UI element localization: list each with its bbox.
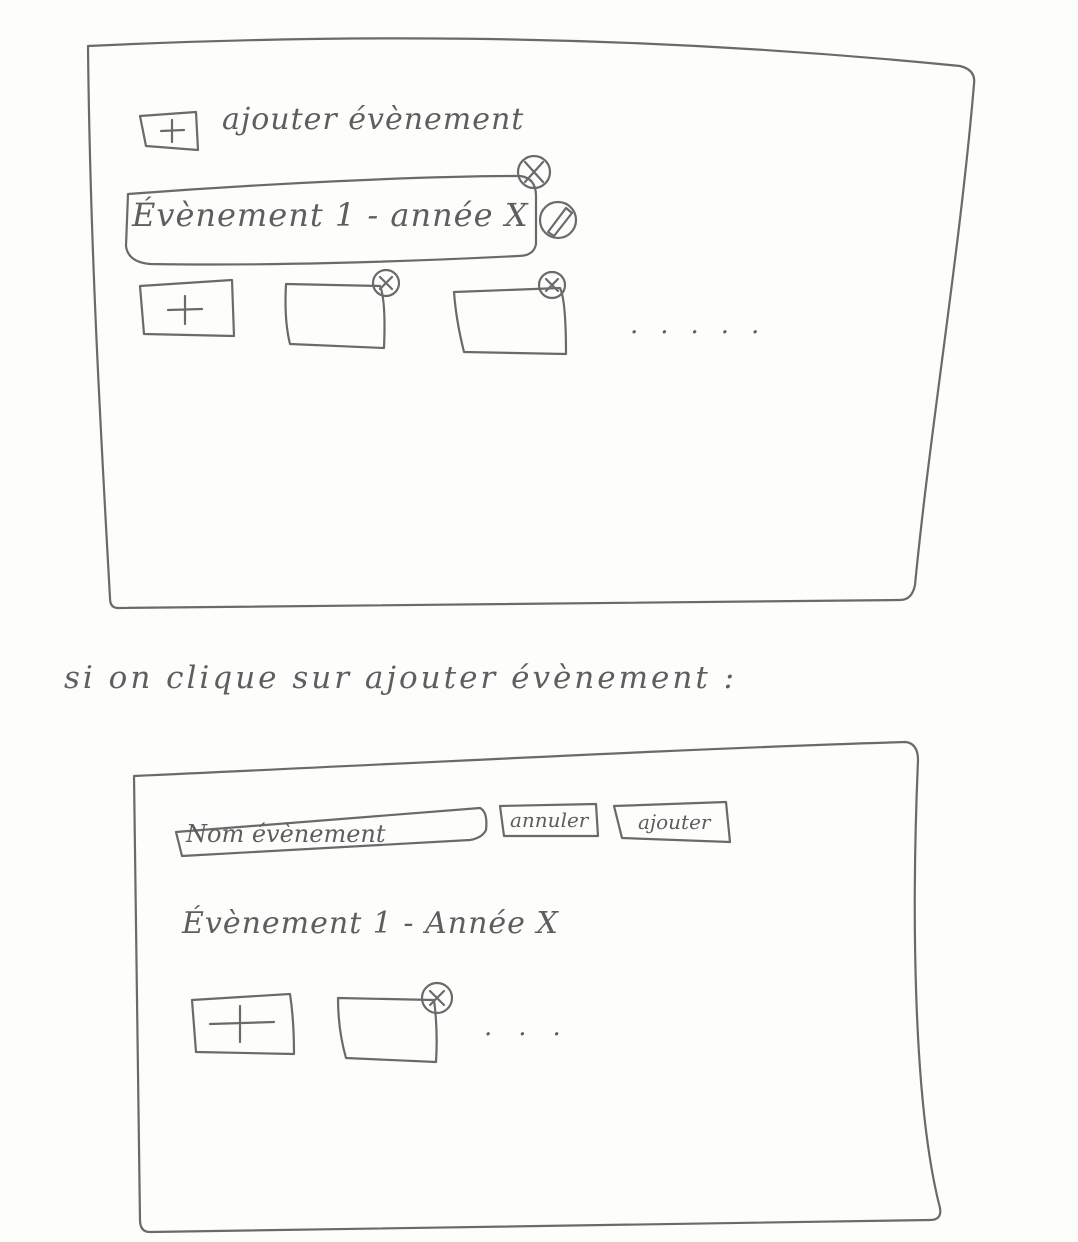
event1-delete-icon[interactable] (516, 154, 552, 190)
add-event-label[interactable]: ajouter évènement (222, 102, 525, 137)
s1-item-box-1 (284, 282, 386, 350)
event1-delete-circle (516, 154, 552, 190)
s1-item-1-delete-icon[interactable] (372, 269, 400, 297)
cancel-button[interactable]: annuler (510, 808, 589, 832)
s2-item-delete (420, 981, 454, 1015)
s1-item1-delete (371, 268, 401, 298)
s1-item-2-delete-icon[interactable] (538, 271, 566, 299)
add-button[interactable]: ajouter (638, 810, 711, 834)
add-box (612, 800, 732, 844)
cancel-box (498, 802, 600, 838)
s2-item-1-delete-icon[interactable] (422, 983, 452, 1013)
s1-add-box (138, 278, 236, 338)
s1-more-indicator: ..... (630, 310, 782, 340)
plus-icon (150, 112, 194, 150)
event1-title: Évènement 1 - année X (132, 196, 529, 234)
s1-item2-delete (537, 270, 567, 300)
event-name-input[interactable]: Nom évènement (186, 820, 386, 848)
name-input-box (174, 806, 488, 858)
s2-more-indicator: ... (484, 1012, 587, 1042)
event1-edit-icon[interactable] (538, 200, 578, 240)
s1-add-item-button[interactable] (140, 280, 236, 338)
s2-add-box (190, 992, 296, 1056)
add-event-box (138, 110, 200, 152)
transition-note: si on clique sur ajouter évènement : (64, 660, 738, 696)
s2-add-item-button[interactable] (192, 994, 294, 1054)
screen2-frame (132, 740, 942, 1234)
event1-title-screen2: Évènement 1 - Année X (182, 906, 559, 941)
screen1-frame (86, 37, 976, 610)
s1-item-1[interactable] (286, 284, 386, 348)
event1-edit-circle (538, 200, 578, 240)
event1-container (124, 174, 538, 266)
